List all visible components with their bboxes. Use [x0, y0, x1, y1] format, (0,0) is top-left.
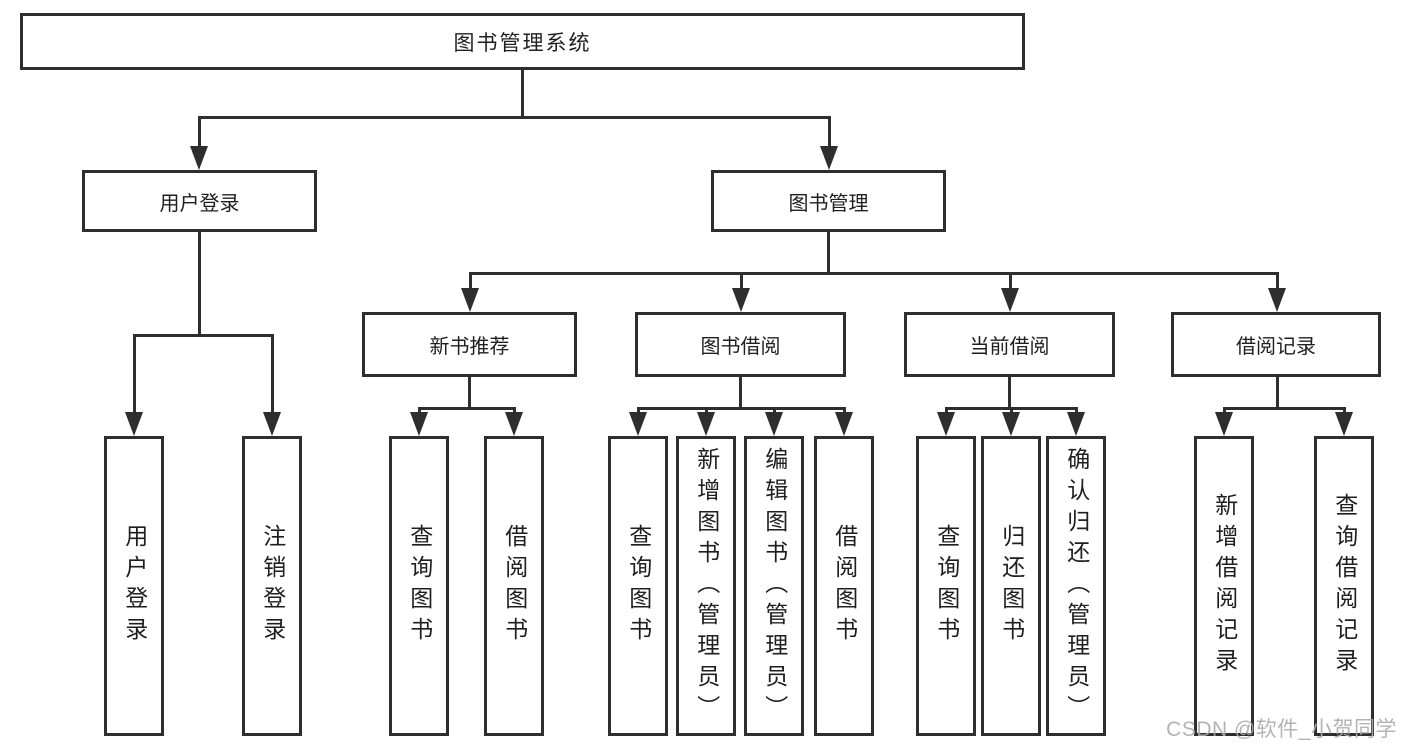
- node-label: 图书借阅: [700, 336, 781, 358]
- node-label: 编辑图书（管理员）: [761, 446, 788, 726]
- node-label: 查询借阅记录: [1331, 493, 1358, 679]
- node-new-book-recommend: 新书推荐: [362, 312, 577, 377]
- connector-hline: [417, 406, 516, 410]
- connector-arrow-stem: [270, 335, 274, 416]
- node-current-borrowing: 当前借阅: [904, 312, 1115, 377]
- arrowhead-icon: [1335, 412, 1353, 436]
- arrowhead-icon: [937, 412, 955, 436]
- node-label: 归还图书: [998, 524, 1025, 648]
- connector-arrow-stem: [468, 273, 472, 292]
- node-label: 当前借阅: [969, 336, 1050, 358]
- arrowhead-icon: [410, 412, 428, 436]
- node-label: 新增借阅记录: [1211, 493, 1238, 679]
- arrowhead-icon: [1002, 412, 1020, 436]
- arrowhead-icon: [1215, 412, 1233, 436]
- arrowhead-icon: [190, 146, 208, 170]
- connector-hline: [468, 271, 1279, 275]
- connector-vline: [827, 232, 830, 275]
- leaf-query-books-current: 查询图书: [916, 436, 976, 736]
- arrowhead-icon: [1001, 288, 1019, 312]
- arrowhead-icon: [505, 412, 523, 436]
- arrowhead-icon: [263, 412, 281, 436]
- node-label: 查询图书: [933, 524, 960, 648]
- connector-vline: [521, 70, 524, 119]
- node-label: 注销登录: [259, 524, 286, 648]
- leaf-edit-book-admin: 编辑图书（管理员）: [744, 436, 804, 736]
- node-label: 用户登录: [121, 524, 148, 648]
- connector-vline: [198, 232, 201, 337]
- node-label: 图书管理: [788, 192, 869, 215]
- arrowhead-icon: [820, 146, 838, 170]
- connector-vline: [468, 377, 471, 410]
- node-library-system: 图书管理系统: [20, 13, 1025, 70]
- node-label: 查询图书: [406, 524, 433, 648]
- node-user-login: 用户登录: [82, 170, 317, 232]
- node-label: 借阅图书: [501, 524, 528, 648]
- connector-hline: [636, 406, 846, 410]
- connector-arrow-stem: [827, 117, 831, 150]
- arrowhead-icon: [629, 412, 647, 436]
- node-label: 新增图书（管理员）: [693, 446, 720, 726]
- arrowhead-icon: [732, 288, 750, 312]
- connector-vline: [739, 377, 742, 410]
- connector-arrow-stem: [1008, 273, 1012, 292]
- arrowhead-icon: [765, 412, 783, 436]
- node-book-borrowing: 图书借阅: [635, 312, 846, 377]
- arrowhead-icon: [1268, 288, 1286, 312]
- connector-vline: [1275, 377, 1279, 410]
- leaf-logout: 注销登录: [242, 436, 302, 736]
- node-label: 用户登录: [159, 192, 240, 215]
- leaf-query-borrow-record: 查询借阅记录: [1314, 436, 1374, 736]
- node-label: 图书管理系统: [453, 31, 592, 55]
- node-label: 确认归还（管理员）: [1063, 446, 1090, 726]
- arrowhead-icon: [1067, 412, 1085, 436]
- leaf-user-login: 用户登录: [104, 436, 164, 736]
- leaf-query-books-borrowing: 查询图书: [608, 436, 668, 736]
- arrowhead-icon: [125, 412, 143, 436]
- connector-hline: [132, 333, 274, 337]
- node-borrowing-records: 借阅记录: [1171, 312, 1381, 377]
- leaf-borrow-books-borrowing: 借阅图书: [814, 436, 874, 736]
- node-label: 查询图书: [625, 524, 652, 648]
- leaf-confirm-return-admin: 确认归还（管理员）: [1046, 436, 1106, 736]
- connector-vline: [1008, 377, 1011, 410]
- leaf-query-books-recommend: 查询图书: [389, 436, 449, 736]
- arrowhead-icon: [461, 288, 479, 312]
- connector-arrow-stem: [132, 335, 136, 416]
- connector-arrow-stem: [197, 117, 201, 150]
- node-label: 借阅记录: [1236, 336, 1316, 358]
- leaf-borrow-books-recommend: 借阅图书: [484, 436, 544, 736]
- node-label: 借阅图书: [831, 524, 858, 648]
- arrowhead-icon: [697, 412, 715, 436]
- node-label: 新书推荐: [429, 336, 510, 358]
- arrowhead-icon: [835, 412, 853, 436]
- connector-arrow-stem: [1275, 273, 1279, 292]
- leaf-add-borrow-record: 新增借阅记录: [1194, 436, 1254, 736]
- connector-hline: [197, 115, 831, 119]
- connector-arrow-stem: [739, 273, 743, 292]
- connector-hline: [1222, 406, 1346, 410]
- leaf-add-book-admin: 新增图书（管理员）: [676, 436, 736, 736]
- node-book-management: 图书管理: [711, 170, 946, 232]
- leaf-return-books: 归还图书: [981, 436, 1041, 736]
